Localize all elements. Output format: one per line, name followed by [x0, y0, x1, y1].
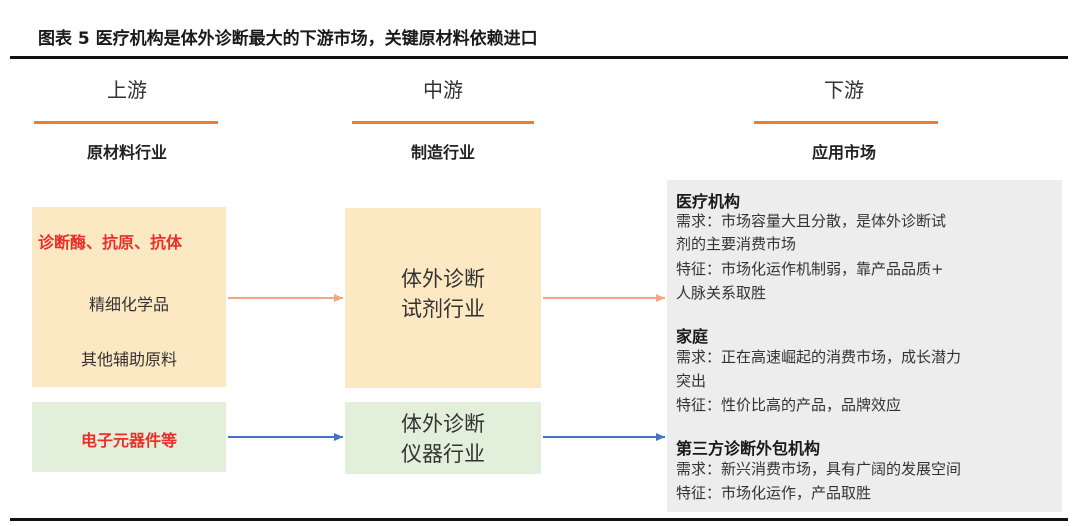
midstream-reagent-line1: 体外诊断 [401, 267, 485, 291]
upstream-electronics-box: 电子元器件等 [32, 402, 226, 472]
midstream-subheading: 制造行业 [410, 143, 475, 162]
midstream-instrument-box: 体外诊断 仪器行业 [345, 402, 541, 474]
upstream-electronic-components: 电子元器件等 [80, 431, 177, 450]
upstream-fine-chemicals: 精细化学品 [88, 295, 169, 314]
midstream-instrument-line2: 仪器行业 [401, 442, 485, 466]
downstream-markets-box: 医疗机构 需求：市场容量大且分散，是体外诊断试 剂的主要消费市场 特征：市场化运… [667, 180, 1062, 512]
downstream-subheading: 应用市场 [811, 143, 876, 162]
midstream-reagent-line2: 试剂行业 [401, 297, 485, 321]
family-heading: 家庭 [676, 327, 709, 346]
figure-title: 图表 5 医疗机构是体外诊断最大的下游市场，关键原材料依赖进口 [38, 29, 538, 49]
upstream-heading: 上游 [107, 78, 147, 102]
upstream-reagent-materials-box: 诊断酶、抗原、抗体 精细化学品 其他辅助原料 [32, 207, 226, 387]
third-party-line-1: 需求：新兴消费市场，具有广阔的发展空间 [676, 460, 962, 478]
third-party-line-2: 特征：市场化运作，产品取胜 [676, 484, 872, 502]
top-rule [10, 56, 1068, 59]
medical-institution-heading: 医疗机构 [676, 192, 741, 211]
family-line-1: 需求：正在高速崛起的消费市场，成长潜力 [676, 348, 962, 366]
downstream-underline [754, 121, 938, 124]
midstream-underline [352, 121, 534, 124]
medical-line-1: 需求：市场容量大且分散，是体外诊断试 [676, 212, 947, 230]
midstream-reagent-box: 体外诊断 试剂行业 [345, 208, 541, 388]
medical-line-3: 特征：市场化运作机制弱，靠产品品质+ [676, 260, 944, 278]
upstream-other-materials: 其他辅助原料 [80, 350, 177, 369]
upstream-underline [34, 121, 218, 124]
medical-line-2: 剂的主要消费市场 [676, 235, 797, 253]
downstream-heading: 下游 [824, 78, 864, 102]
family-line-2: 突出 [676, 372, 707, 390]
midstream-instrument-line1: 体外诊断 [401, 412, 485, 436]
bottom-rule [10, 518, 1068, 521]
upstream-key-materials: 诊断酶、抗原、抗体 [38, 233, 183, 252]
third-party-heading: 第三方诊断外包机构 [676, 439, 821, 458]
upstream-subheading: 原材料行业 [86, 143, 167, 162]
midstream-heading: 中游 [423, 78, 463, 102]
family-line-3: 特征：性价比高的产品，品牌效应 [676, 396, 902, 414]
medical-line-4: 人脉关系取胜 [676, 284, 767, 302]
